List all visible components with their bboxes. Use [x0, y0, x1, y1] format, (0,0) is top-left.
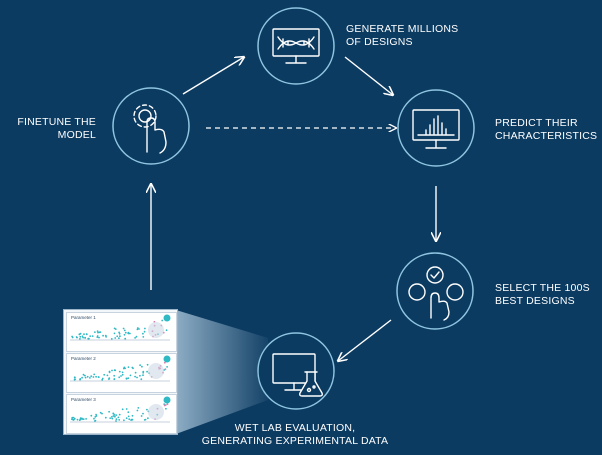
projection-beam — [176, 310, 268, 434]
select-label-line2: BEST DESIGNS — [495, 295, 575, 307]
finetune-label: FINETUNE THE MODEL — [8, 116, 96, 142]
wetlab-label: WET LAB EVALUATION, GENERATING EXPERIMEN… — [200, 422, 390, 448]
bar-chart-monitor-icon — [412, 109, 460, 149]
parameter-plot-1-title: Parameter 1 — [71, 315, 96, 320]
parameter-plot-3: Parameter 3 — [66, 394, 177, 434]
wetlab-circle — [257, 332, 335, 410]
dna-monitor-icon — [272, 28, 320, 64]
arrow-generate-to-predict — [344, 56, 393, 95]
arrow-select-to-wetlab — [338, 319, 392, 361]
predict-label: PREDICT THEIR CHARACTERISTICS — [495, 117, 597, 143]
finetune-label-line2: MODEL — [57, 129, 96, 141]
hand-selecting-icon — [408, 266, 464, 321]
gear-hand-icon — [133, 104, 167, 154]
generate-label-line2: OF DESIGNS — [346, 36, 413, 48]
finetune-label-line1: FINETUNE THE — [17, 116, 96, 128]
generate-label-line1: GENERATE MILLIONS — [346, 23, 459, 35]
monitor-flask-icon — [272, 353, 323, 397]
finetune-circle — [112, 87, 190, 165]
predict-label-line2: CHARACTERISTICS — [495, 130, 598, 142]
parameter-plot-3-title: Parameter 3 — [71, 397, 96, 402]
parameter-plot-2: Parameter 2 — [66, 353, 177, 393]
generate-circle — [257, 7, 335, 85]
arrow-finetune-to-generate — [182, 57, 244, 95]
wetlab-label-line2: GENERATING EXPERIMENTAL DATA — [201, 435, 389, 447]
select-circle — [396, 252, 474, 330]
parameter-plot-1: Parameter 1 — [66, 312, 177, 352]
select-label-line1: SELECT THE 100s — [495, 282, 590, 294]
select-label: SELECT THE 100s BEST DESIGNS — [495, 282, 590, 308]
predict-circle — [397, 89, 475, 167]
wetlab-label-line1: WET LAB EVALUATION, — [234, 422, 356, 434]
experimental-data-panel: Parameter 1 Parameter 2 Parameter 3 — [63, 309, 178, 435]
generate-label: GENERATE MILLIONS OF DESIGNS — [346, 23, 458, 49]
parameter-plot-2-title: Parameter 2 — [71, 356, 96, 361]
predict-label-line1: PREDICT THEIR — [495, 117, 578, 129]
